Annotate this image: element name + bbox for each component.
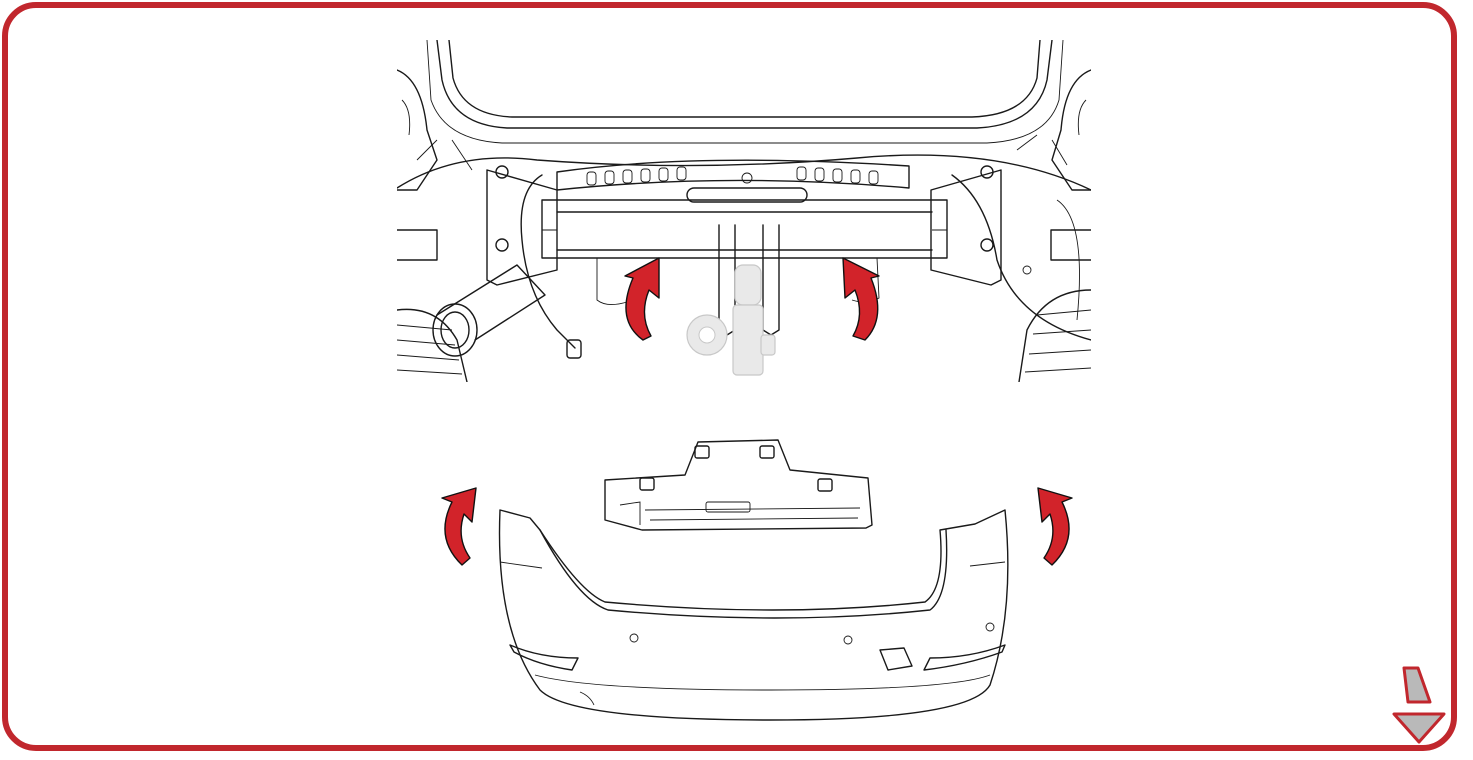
rear-underbody-illustration xyxy=(397,40,1091,382)
lift-arrow-left xyxy=(441,487,477,566)
bumper-mounting-bracket xyxy=(604,439,873,531)
instruction-frame xyxy=(2,2,1457,751)
lift-arrow-right xyxy=(1037,487,1073,566)
next-step-down-arrow-icon[interactable] xyxy=(1390,664,1450,746)
rotate-arrow-right xyxy=(842,257,880,341)
rear-bumper-illustration xyxy=(430,430,1090,730)
tow-ball-ghost xyxy=(686,264,776,376)
rotate-arrow-left xyxy=(624,257,660,341)
bumper-cover xyxy=(498,509,1009,721)
